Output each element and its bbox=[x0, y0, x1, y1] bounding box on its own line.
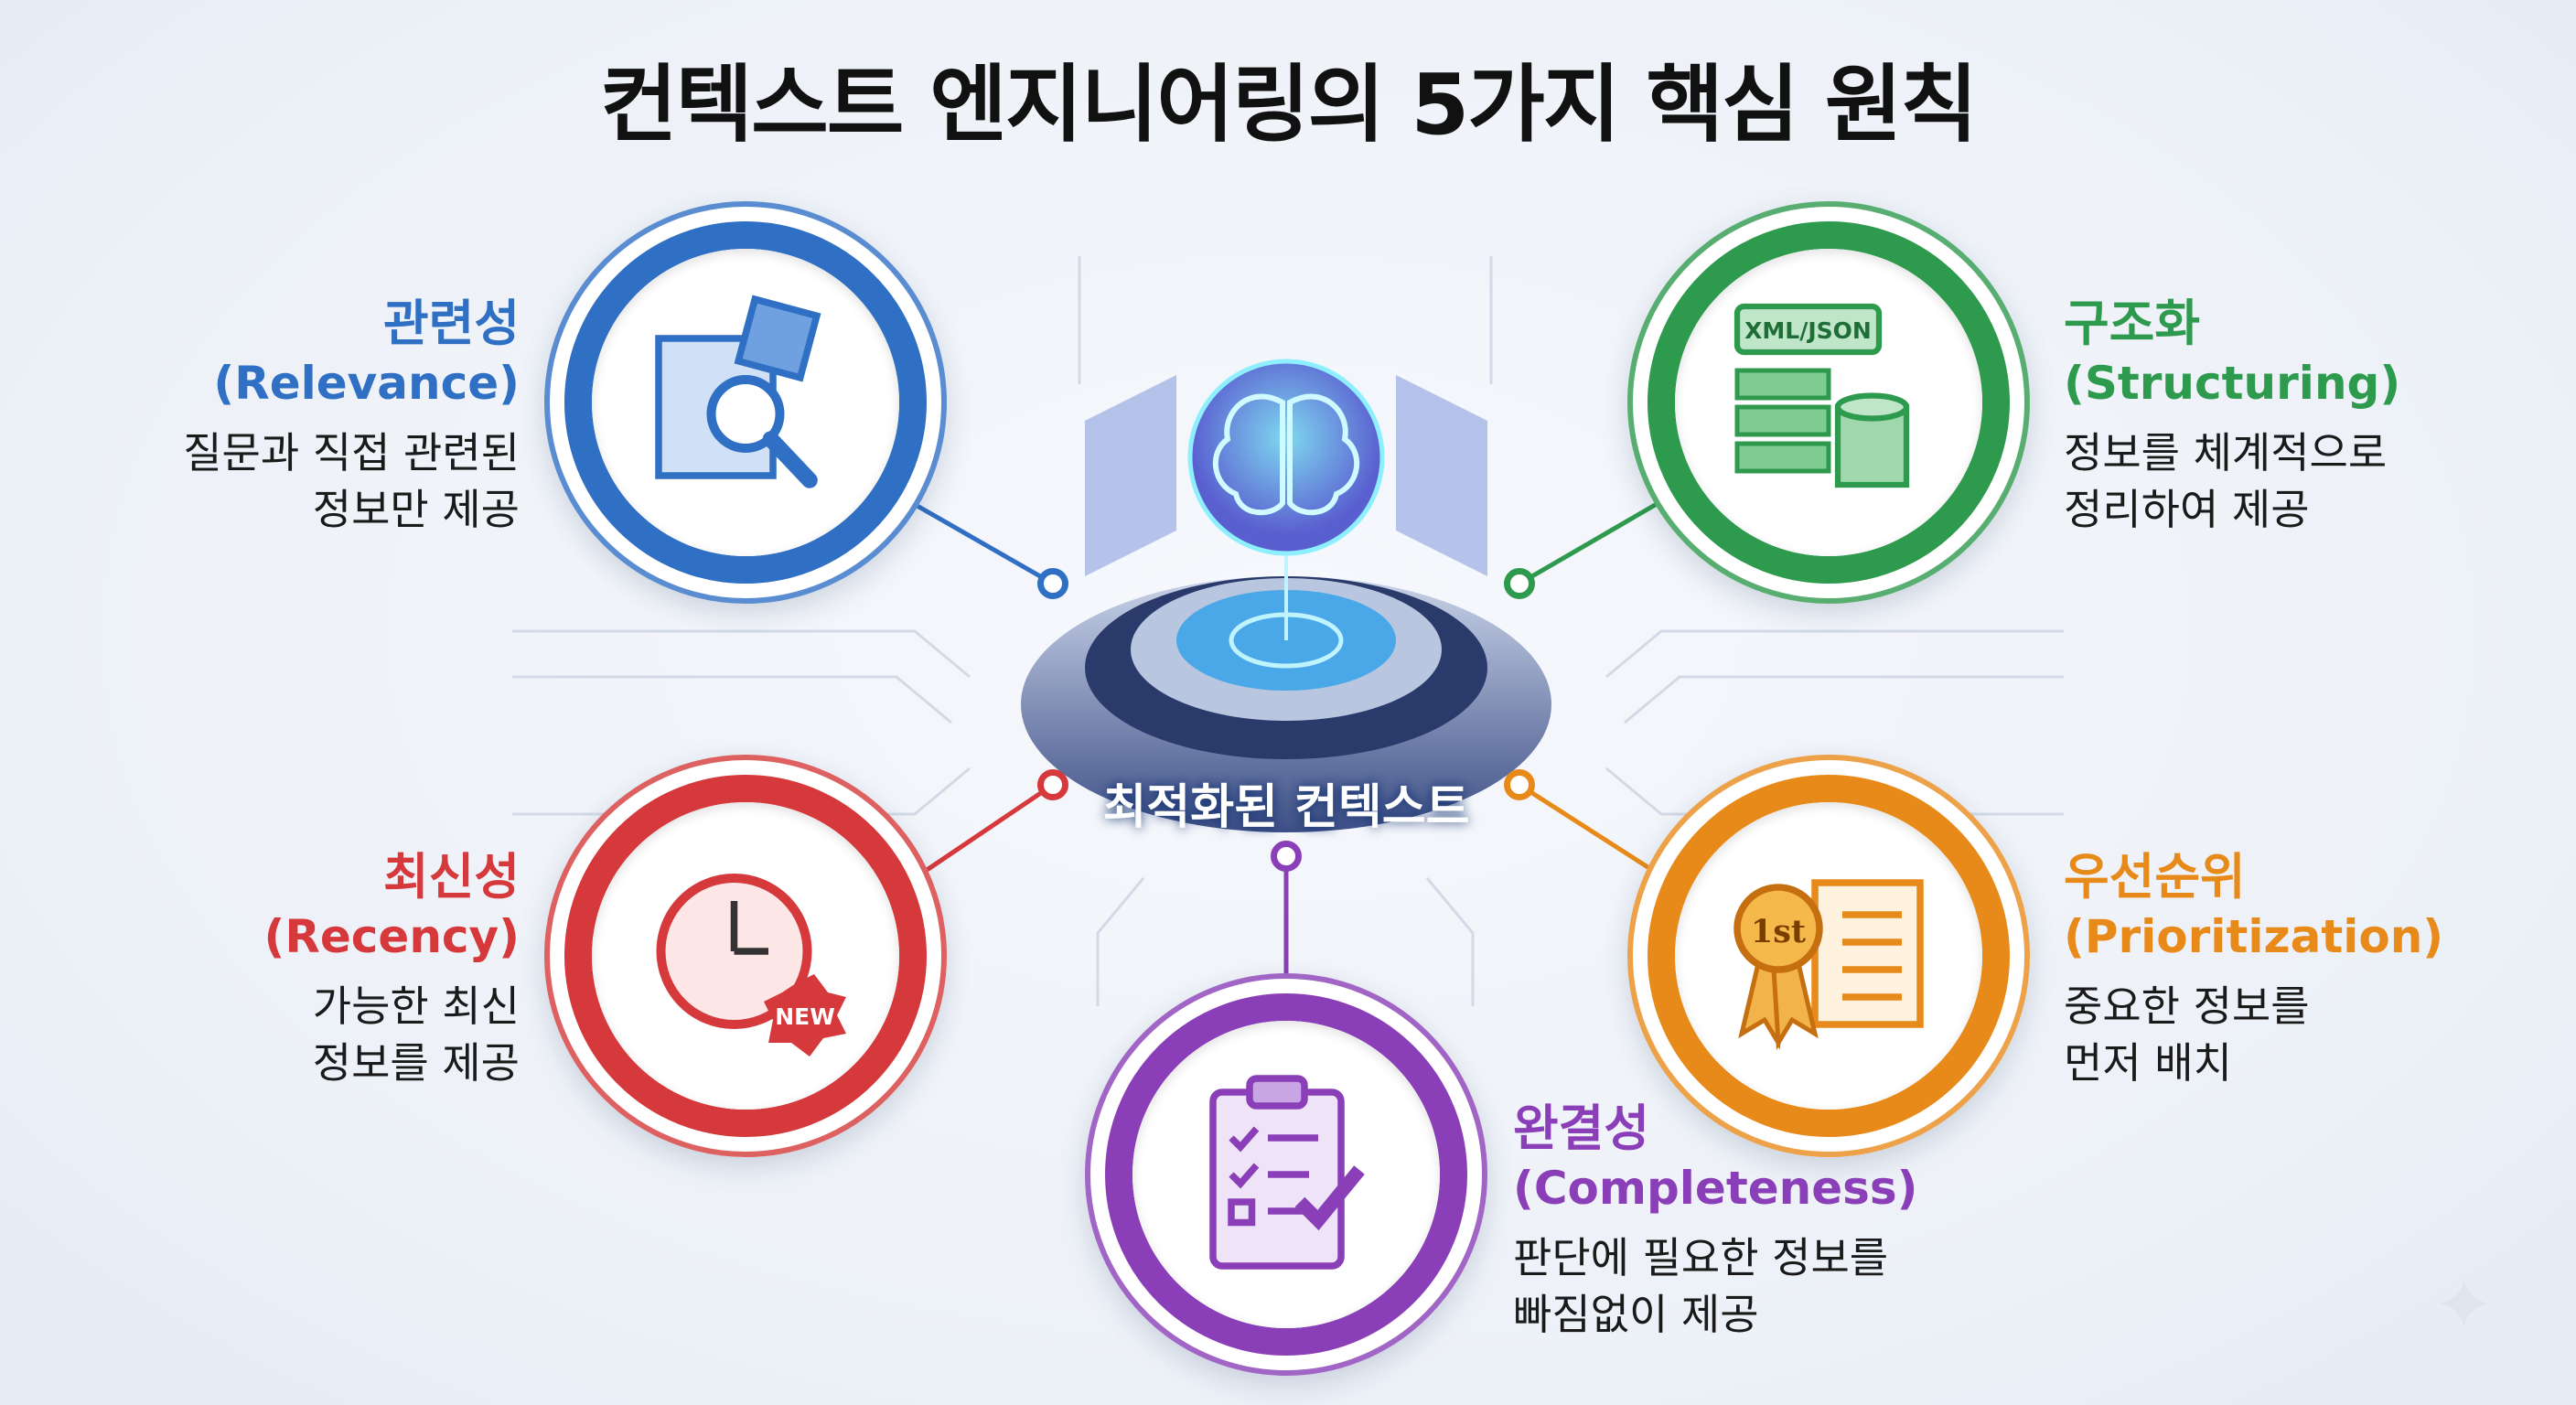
center-label: 최적화된 컨텍스트 bbox=[1102, 780, 1470, 835]
first-place-ribbon-icon: 1st bbox=[1733, 879, 1924, 1051]
completeness-desc-2: 빠짐없이 제공 bbox=[1513, 1290, 1759, 1340]
prioritization-text: 우선순위 (Prioritization) 중요한 정보를 먼저 배치 bbox=[2064, 846, 2443, 1091]
brain-icon bbox=[1212, 393, 1360, 516]
relevance-text: 관련성 (Relevance) 질문과 직접 관련된 정보만 제공 bbox=[91, 293, 520, 538]
recency-circle: NEW bbox=[544, 755, 947, 1157]
page-title: 컨텍스트 엔지니어링의 5가지 핵심 원칙 bbox=[599, 56, 1978, 154]
connector-dot-structuring bbox=[1504, 568, 1535, 599]
relevance-circle bbox=[544, 201, 947, 604]
xml-json-badge: XML/JSON bbox=[1744, 317, 1872, 344]
prioritization-title: 우선순위 bbox=[2064, 848, 2246, 906]
structuring-desc-1: 정보를 체계적으로 bbox=[2064, 428, 2388, 477]
brain-platform-illustration bbox=[1021, 359, 1551, 832]
sparkle-icon: ✦ bbox=[2433, 1262, 2496, 1347]
prioritization-desc-2: 먼저 배치 bbox=[2064, 1038, 2232, 1089]
recency-english: (Recency) bbox=[263, 909, 521, 963]
completeness-desc-1: 판단에 필요한 정보를 bbox=[1513, 1233, 1889, 1282]
connector-dot-recency bbox=[1037, 769, 1068, 800]
connector-dot-completeness bbox=[1271, 841, 1302, 872]
new-badge: NEW bbox=[775, 1003, 835, 1030]
recency-desc-1: 가능한 최신 bbox=[312, 981, 520, 1031]
structuring-text: 구조화 (Structuring) 정보를 체계적으로 정리하여 제공 bbox=[2064, 293, 2400, 538]
structuring-title: 구조화 bbox=[2064, 295, 2201, 352]
recency-desc-2: 정보를 제공 bbox=[312, 1038, 520, 1089]
recency-title: 최신성 bbox=[382, 848, 520, 906]
clock-new-icon: NEW bbox=[656, 874, 846, 1056]
completeness-english: (Completeness) bbox=[1513, 1161, 1918, 1215]
recency-text: 최신성 (Recency) 가능한 최신 정보를 제공 bbox=[91, 846, 521, 1091]
completeness-circle bbox=[1085, 973, 1487, 1376]
connector-dot-prioritization bbox=[1504, 769, 1535, 800]
prioritization-desc-1: 중요한 정보를 bbox=[2064, 981, 2310, 1031]
structuring-desc-2: 정리하여 제공 bbox=[2064, 485, 2310, 535]
relevance-english: (Relevance) bbox=[213, 356, 520, 410]
clipboard-checklist-icon bbox=[1209, 1075, 1365, 1270]
relevance-desc-2: 정보만 제공 bbox=[312, 485, 520, 535]
first-badge: 1st bbox=[1751, 913, 1806, 950]
structuring-english: (Structuring) bbox=[2064, 356, 2401, 410]
server-database-icon: XML/JSON bbox=[1733, 303, 1910, 488]
relevance-title: 관련성 bbox=[382, 295, 520, 352]
prioritization-english: (Prioritization) bbox=[2064, 909, 2444, 963]
structuring-circle: XML/JSON bbox=[1627, 201, 2030, 604]
connector-dot-relevance bbox=[1037, 568, 1068, 599]
completeness-title: 완결성 bbox=[1513, 1099, 1650, 1157]
puzzle-magnifier-icon bbox=[655, 295, 821, 488]
completeness-text: 완결성 (Completeness) 판단에 필요한 정보를 빠짐없이 제공 bbox=[1513, 1098, 1918, 1343]
relevance-desc-1: 질문과 직접 관련된 bbox=[183, 428, 520, 477]
prioritization-circle: 1st bbox=[1627, 755, 2030, 1157]
